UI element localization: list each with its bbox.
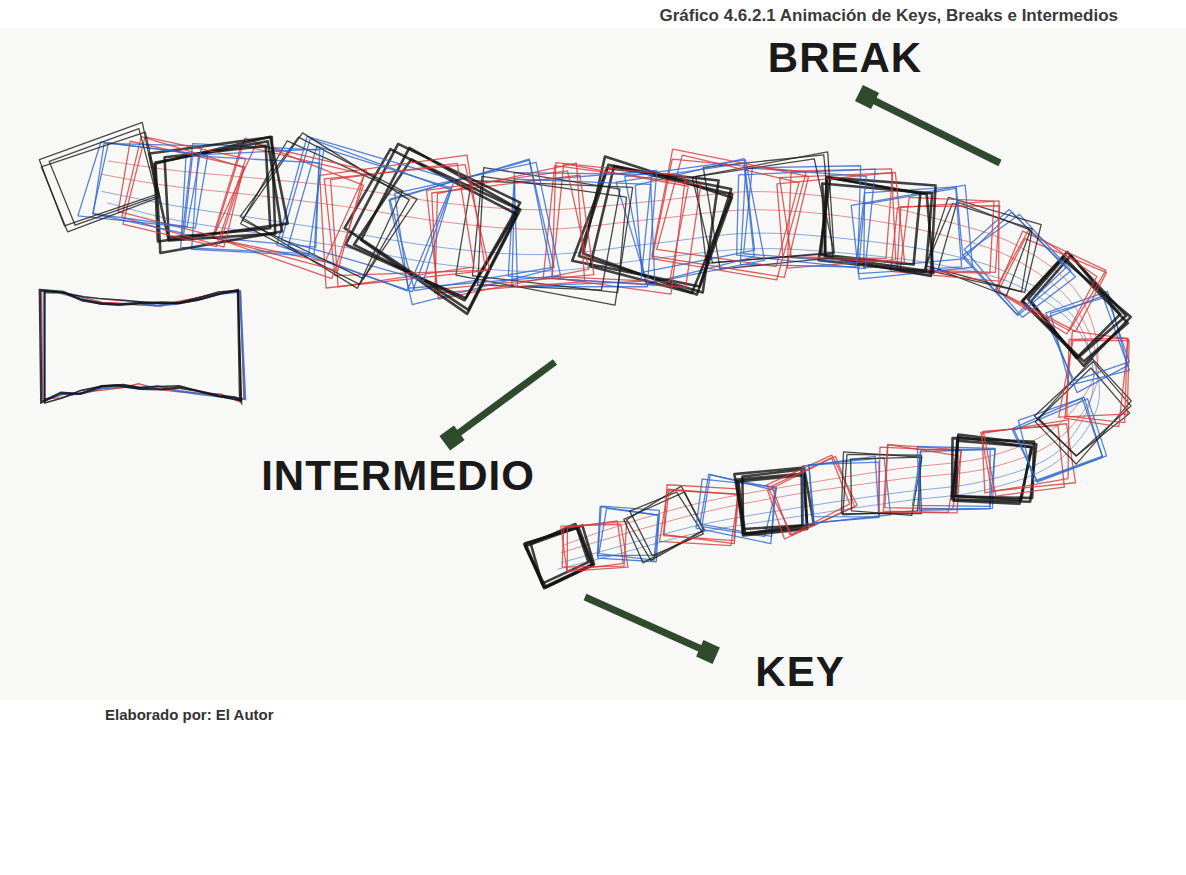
frame-sketch bbox=[737, 169, 876, 269]
frame-sketch bbox=[742, 469, 802, 534]
frame-sketch bbox=[1046, 291, 1128, 392]
paper-ground bbox=[0, 28, 1186, 700]
callout-label: KEY bbox=[755, 648, 844, 696]
leader-line bbox=[585, 597, 708, 652]
frame-sketch bbox=[472, 176, 626, 292]
callout-label: BREAK bbox=[768, 34, 922, 82]
frame-sketch bbox=[41, 291, 243, 402]
frame-sketch bbox=[660, 489, 739, 545]
figure-title: Gráfico 4.6.2.1 Animación de Keys, Break… bbox=[659, 6, 1118, 26]
frame-sketch bbox=[897, 206, 1000, 273]
leader-end bbox=[696, 640, 720, 664]
figure-caption: Elaborado por: El Autor bbox=[105, 706, 274, 723]
frame-sketch bbox=[567, 521, 623, 571]
frame-sketch bbox=[39, 122, 156, 226]
frame-sketch bbox=[562, 521, 627, 567]
frame-sketch bbox=[1022, 252, 1127, 358]
frame-sketch bbox=[963, 214, 1071, 315]
leader-end bbox=[855, 85, 879, 109]
frame-sketch bbox=[983, 425, 1064, 496]
leader-lines bbox=[439, 85, 1000, 664]
frame-sketch bbox=[841, 452, 921, 514]
frame-sketch bbox=[41, 132, 160, 232]
frame-sketch bbox=[40, 290, 240, 402]
frame-sketch bbox=[281, 139, 451, 281]
frame-sketch bbox=[1023, 257, 1128, 362]
frame-sketch bbox=[843, 454, 922, 515]
frame-sketch bbox=[432, 175, 594, 289]
frame-sketch bbox=[780, 173, 893, 259]
leader-end bbox=[439, 425, 464, 450]
frame-sketch bbox=[1034, 362, 1131, 456]
frame-sketch bbox=[938, 202, 1031, 296]
leader-line bbox=[452, 362, 555, 438]
frame-sketch bbox=[598, 506, 660, 562]
frame-sketch bbox=[630, 492, 704, 556]
frame-sketch bbox=[744, 166, 861, 263]
frame-sketch bbox=[954, 441, 1033, 504]
callout-label: INTERMEDIO bbox=[261, 452, 535, 500]
frame-sketch bbox=[331, 163, 474, 287]
frame-sketch bbox=[926, 203, 1032, 291]
animation-frames bbox=[39, 122, 1131, 588]
motion-trail bbox=[107, 203, 1099, 570]
frame-sketch bbox=[599, 508, 658, 560]
frame-sketch bbox=[45, 290, 242, 403]
frame-sketch bbox=[1028, 259, 1131, 366]
frame-sketch bbox=[525, 528, 592, 587]
frame-sketch bbox=[561, 524, 628, 571]
frame-sketch bbox=[192, 149, 324, 256]
frame-sketch bbox=[964, 212, 1066, 314]
leader-line bbox=[867, 97, 1000, 163]
frame-sketch bbox=[44, 292, 245, 400]
frame-sketch bbox=[1013, 397, 1102, 482]
frame-sketch bbox=[93, 143, 193, 233]
frame-sketch bbox=[777, 172, 905, 262]
frame-sketch bbox=[1035, 359, 1131, 464]
frame-sketch bbox=[49, 129, 157, 226]
